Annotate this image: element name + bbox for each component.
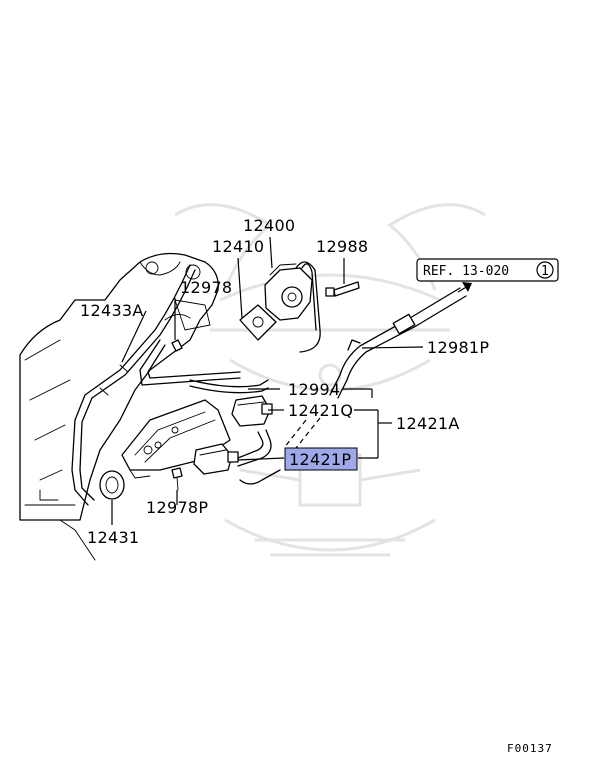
label-12978[interactable]: 12978: [180, 278, 232, 297]
label-12978P[interactable]: 12978P: [146, 498, 208, 517]
reference-text: REF. 13-020: [423, 264, 509, 279]
label-12988[interactable]: 12988: [316, 237, 368, 256]
label-12981P[interactable]: 12981P: [427, 338, 489, 357]
hose-12994: [189, 379, 269, 394]
solenoid-valve-12421P: [193, 443, 239, 475]
label-12421P[interactable]: 12421P: [289, 450, 351, 469]
bolt-12988: [325, 281, 360, 297]
leader-lines: [111, 236, 424, 525]
reference-arrow: [457, 282, 472, 293]
reference-circle-number: 1: [541, 264, 549, 279]
label-12421P-highlight: [284, 447, 358, 471]
solenoid-valve-12421Q: [231, 395, 273, 427]
part-labels: 12400 12410 12988 12978 12433A 12981P 12…: [80, 216, 489, 547]
pipe-12981P: [329, 287, 467, 399]
gasket-12410: [239, 304, 277, 341]
reference-box[interactable]: REF. 13-020 1: [416, 258, 559, 282]
label-12431[interactable]: 12431: [87, 528, 139, 547]
label-12421Q[interactable]: 12421Q: [288, 401, 353, 420]
label-12421A[interactable]: 12421A: [396, 414, 460, 433]
sensor-12431: [99, 470, 125, 500]
bolt-12978: [171, 339, 183, 352]
bolt-12978P: [171, 467, 183, 491]
egr-hose: [295, 261, 321, 353]
figure-code: F00137: [507, 742, 553, 755]
label-12994[interactable]: 12994: [288, 380, 340, 399]
pipe-12433A: [71, 264, 241, 506]
label-12433A[interactable]: 12433A: [80, 301, 144, 320]
label-12410[interactable]: 12410: [212, 237, 264, 256]
hose-loop: [237, 429, 281, 485]
label-12400[interactable]: 12400: [243, 216, 295, 235]
egr-valve-12400: [264, 263, 313, 321]
